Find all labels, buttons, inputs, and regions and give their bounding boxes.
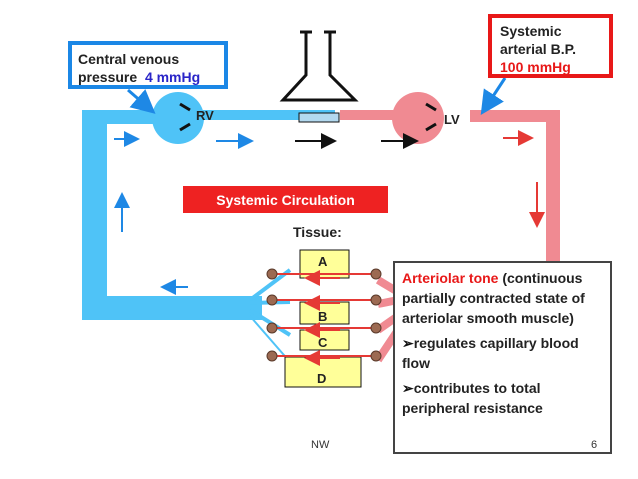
tone-point-1-text: regulates capillary blood flow xyxy=(402,335,579,371)
precapillary-sphincters xyxy=(266,268,382,362)
footer-author: NW xyxy=(311,439,330,451)
tissue-label-b: B xyxy=(318,309,328,324)
cvp-label: Central venous pressure xyxy=(78,51,180,85)
arrow-bullet-icon: ➢ xyxy=(402,380,414,396)
tone-heading-rest: (continuous partially contracted state o… xyxy=(402,270,585,326)
tone-point-2-text: contributes to total peripheral resistan… xyxy=(402,380,543,416)
capillary-arrows xyxy=(304,270,340,366)
sbp-pointer-arrow xyxy=(480,77,507,116)
tissue-label-a: A xyxy=(318,254,328,269)
systemic-arterial-bp-box: Systemic arterial B.P. 100 mmHg xyxy=(488,14,613,78)
tone-point-1: ➢regulates capillary blood flow xyxy=(402,333,603,373)
sbp-value: 100 mmHg xyxy=(500,59,571,75)
right-ventricle xyxy=(152,92,204,144)
left-ventricle xyxy=(392,92,444,144)
central-venous-pressure-box: Central venous pressure 4 mmHg xyxy=(68,41,228,89)
rv-label: RV xyxy=(196,108,214,123)
venous-branches xyxy=(248,268,292,363)
lv-valve-marks xyxy=(425,102,437,132)
rv-valve-marks xyxy=(179,102,191,132)
tone-description: Arteriolar tone (continuous partially co… xyxy=(402,268,603,328)
tissue-label-c: C xyxy=(318,335,328,350)
tissue-title: Tissue: xyxy=(293,224,342,240)
pump-funnel-icon xyxy=(279,30,359,102)
cvp-value: 4 mmHg xyxy=(144,69,201,85)
arrow-bullet-icon: ➢ xyxy=(402,335,414,351)
tone-point-2: ➢contributes to total peripheral resista… xyxy=(402,378,603,418)
systemic-circulation-banner: Systemic Circulation xyxy=(183,186,388,213)
banner-text: Systemic Circulation xyxy=(216,191,355,208)
sbp-label: Systemic arterial B.P. xyxy=(500,23,577,57)
valve-connector xyxy=(298,112,340,123)
cvp-pointer-arrow xyxy=(127,88,156,114)
page-number: 6 xyxy=(591,439,598,451)
tone-heading: Arteriolar tone xyxy=(402,270,499,286)
arteriolar-tone-box: Arteriolar tone (continuous partially co… xyxy=(393,261,612,454)
tissue-label-d: D xyxy=(317,371,327,386)
capillary-lines xyxy=(272,273,372,357)
lv-label: LV xyxy=(444,112,460,127)
